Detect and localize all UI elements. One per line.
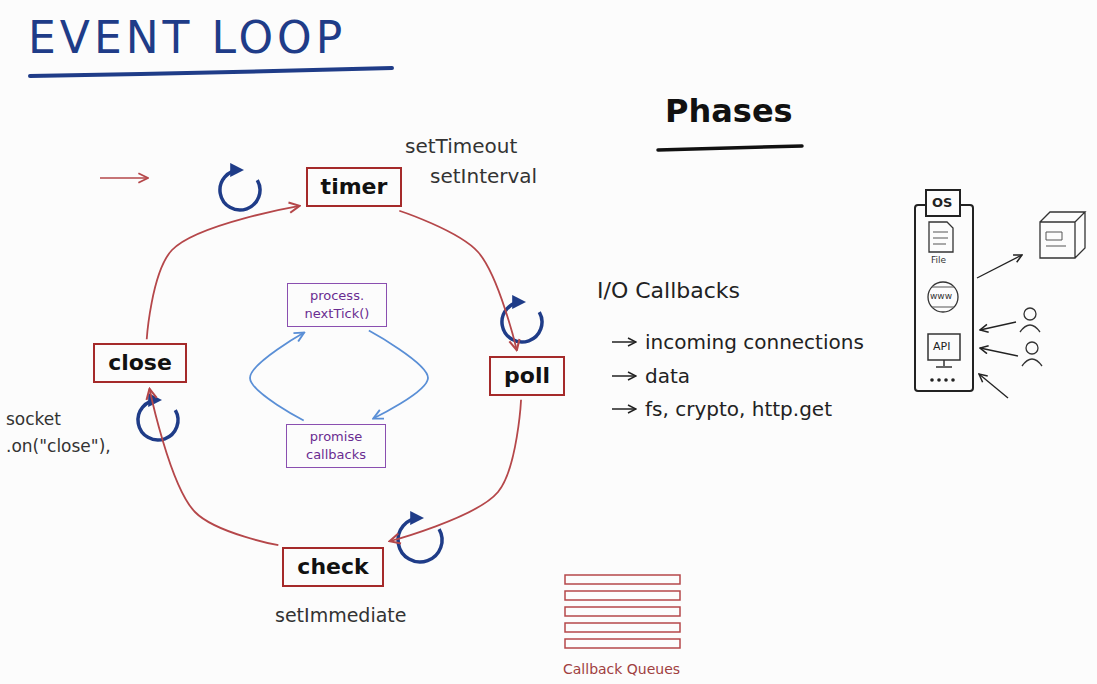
- server-detail: [1046, 232, 1066, 246]
- request-arrow: [980, 322, 1016, 330]
- phase-box: timer: [306, 167, 403, 207]
- queue-bar: [565, 575, 680, 584]
- loop-symbol: [502, 302, 542, 342]
- api-name: setImmediate: [275, 604, 406, 627]
- dot: [937, 378, 941, 382]
- user-icon: [1024, 308, 1036, 320]
- phase-arrow: [147, 206, 300, 339]
- dot: [951, 378, 955, 382]
- queue-box: process. nextTick(): [287, 283, 387, 326]
- request-arrow: [980, 348, 1018, 356]
- monitor-stand: [936, 360, 952, 367]
- node-text: process. nextTick(): [294, 287, 380, 322]
- queue-bar: [565, 591, 680, 600]
- dot: [930, 378, 934, 382]
- phase-box: poll: [489, 356, 565, 396]
- queue-bar: [565, 607, 680, 616]
- icon-label: www: [930, 291, 952, 302]
- request-arrow: [977, 255, 1022, 278]
- api-name: setInterval: [430, 164, 537, 188]
- phase-box: close: [93, 343, 187, 383]
- os-tab: [926, 190, 960, 216]
- file-lines: [933, 232, 948, 244]
- list-arrow: [612, 375, 636, 377]
- phase-arrow: [399, 211, 517, 351]
- list-arrow: [612, 341, 636, 343]
- section-heading: Phases: [665, 92, 793, 130]
- list-item: data: [645, 364, 690, 388]
- icon-label: API: [933, 340, 950, 353]
- dot: [944, 378, 948, 382]
- list-item: incoming connections: [645, 330, 864, 354]
- request-arrow: [979, 374, 1008, 398]
- phase-note: I/O Callbacks: [597, 278, 740, 304]
- list-item: fs, crypto, http.get: [645, 397, 832, 421]
- node-text: close: [108, 349, 172, 377]
- diagram-title: EVENT LOOP: [28, 12, 346, 65]
- api-name: setTimeout: [405, 134, 517, 158]
- queue-box: promise callbacks: [286, 424, 386, 467]
- monitor-icon: [928, 334, 960, 360]
- queue-bar: [565, 623, 680, 632]
- loop-symbol: [138, 400, 178, 440]
- user-icon: [1026, 342, 1038, 354]
- globe-icon: [928, 282, 958, 312]
- microtask-arrow: [369, 331, 428, 419]
- list-arrow: [612, 408, 636, 410]
- icon-label: OS: [932, 195, 952, 211]
- node-text: timer: [321, 173, 388, 201]
- icon-label: File: [931, 255, 946, 266]
- file-icon: [929, 222, 953, 252]
- phase-arrow: [150, 389, 279, 545]
- phase-arrow: [390, 400, 521, 542]
- phase-box: check: [282, 547, 383, 587]
- server-icon: [1040, 212, 1085, 258]
- loop-symbol: [398, 518, 442, 562]
- loop-symbol: [220, 170, 260, 210]
- node-text: poll: [504, 362, 550, 390]
- entry-arrow: [100, 177, 148, 179]
- queue-bar: [565, 639, 680, 648]
- user-icon: [1022, 359, 1042, 366]
- heading-underline: [658, 146, 802, 150]
- microtask-arrow: [250, 333, 304, 421]
- user-icon: [1020, 325, 1040, 332]
- node-text: check: [297, 553, 368, 581]
- queue-label: Callback Queues: [563, 661, 680, 678]
- title-underline: [30, 68, 392, 76]
- node-text: promise callbacks: [293, 428, 379, 463]
- os-panel: [915, 205, 973, 391]
- api-name: socket .on("close"),: [6, 406, 128, 460]
